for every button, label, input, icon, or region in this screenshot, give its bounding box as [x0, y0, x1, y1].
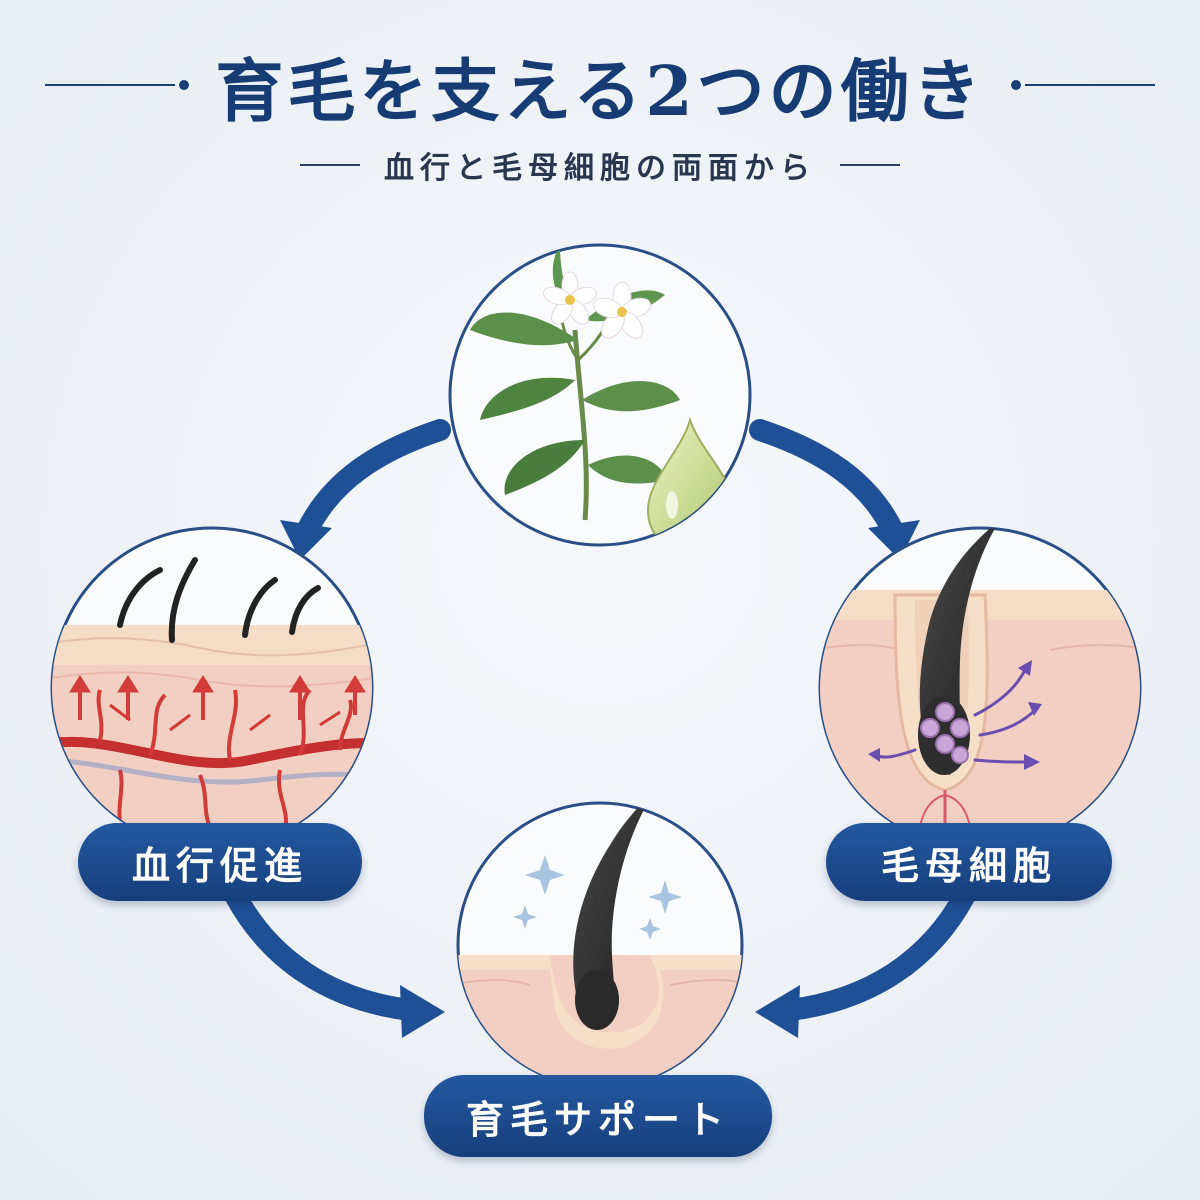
arrow-left-to-bottom [224, 884, 421, 1021]
arrow-top-to-left [294, 419, 451, 546]
subtitle-rule-left [300, 164, 360, 166]
arrow-top-to-right-head [868, 520, 920, 560]
arrow-left-to-bottom-head [400, 985, 445, 1038]
title-rule-right [1010, 80, 1155, 90]
page-subtitle: 血行と毛母細胞の両面から [384, 151, 816, 186]
flow-arrows [224, 419, 976, 1038]
title-rule-dot [179, 80, 190, 90]
label-hair-matrix-cells: 毛母細胞 [826, 823, 1112, 901]
label-hair-growth-support-text: 育毛サポート [465, 1097, 730, 1142]
arrow-right-to-bottom-head [755, 985, 800, 1038]
title-row: 育毛を支える2つの働き [0, 45, 1200, 132]
plant-and-oil-drop-icon [448, 243, 752, 547]
page-title: 育毛を支える2つの働き [215, 51, 985, 132]
label-hair-matrix-cells-text: 毛母細胞 [880, 843, 1057, 888]
title-rule-left [45, 80, 190, 90]
blood-vessel-scalp-icon [50, 526, 374, 850]
subtitle-row: 血行と毛母細胞の両面から [0, 140, 1200, 190]
subtitle-rule-right [840, 164, 900, 166]
label-blood-flow-text: 血行促進 [131, 843, 308, 888]
arrow-top-to-left-head [280, 520, 332, 560]
healthy-hair-icon [456, 801, 744, 1089]
label-blood-flow: 血行促進 [78, 823, 362, 901]
arrow-right-to-bottom [779, 884, 976, 1021]
label-hair-growth-support: 育毛サポート [424, 1075, 772, 1157]
arrow-top-to-right [749, 419, 906, 546]
title-rule-dot [1010, 80, 1021, 90]
hair-follicle-cells-icon [818, 526, 1142, 850]
